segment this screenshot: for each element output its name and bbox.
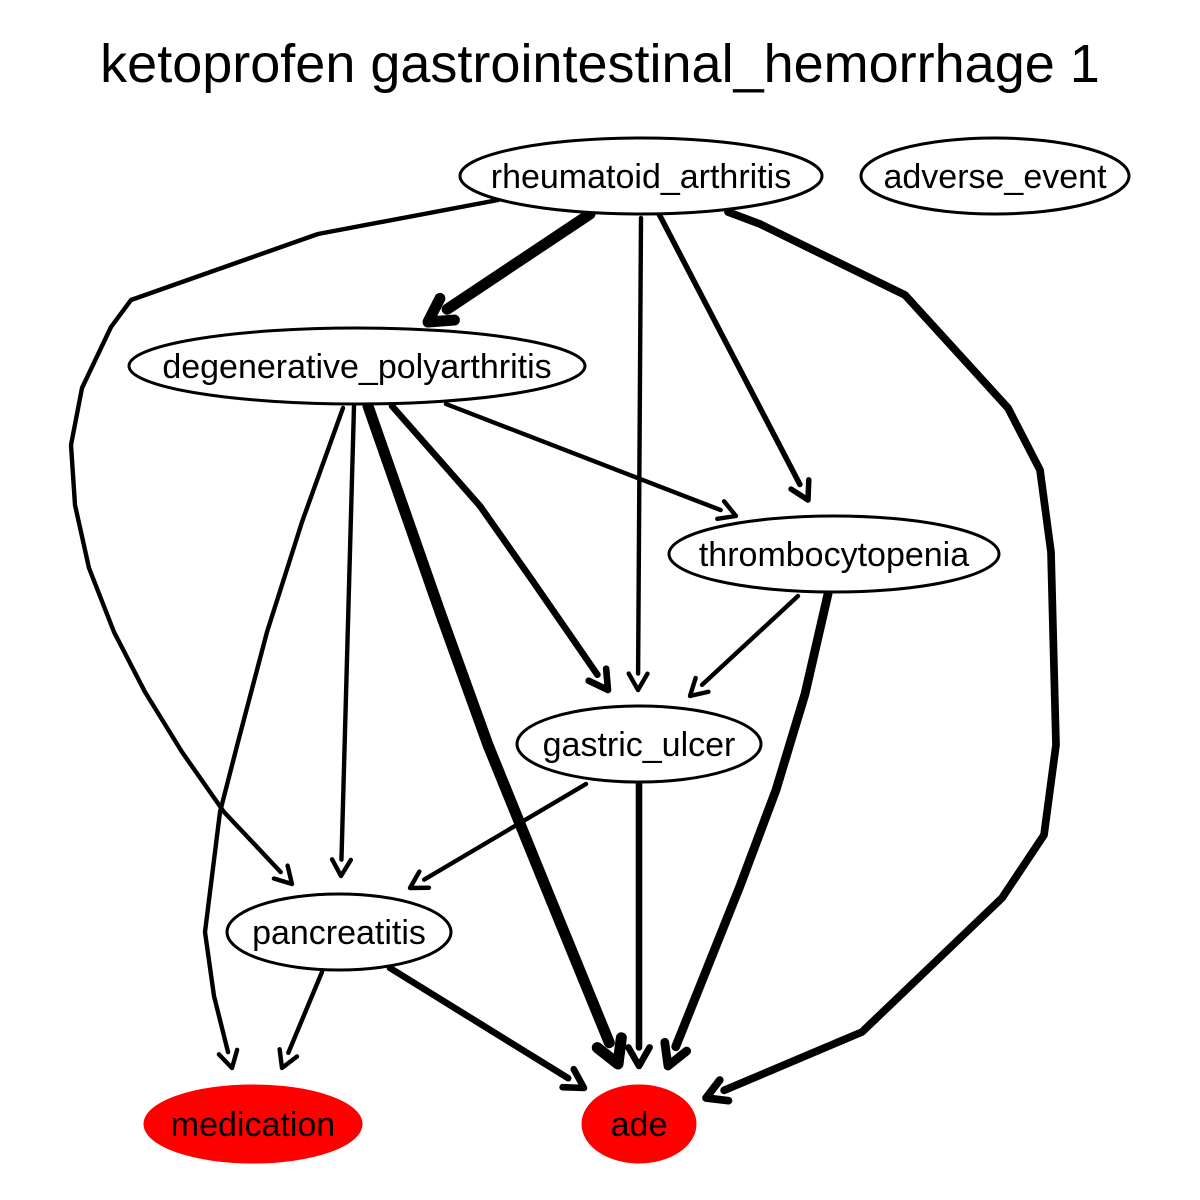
- node-label: ade: [611, 1106, 668, 1144]
- arrowhead: [271, 863, 295, 887]
- node-label: degenerative_polyarthritis: [162, 348, 551, 386]
- node-adverse-event: adverse_event: [859, 136, 1131, 216]
- node-shape: [143, 1084, 363, 1164]
- edge-line: [699, 593, 801, 688]
- edge-rheumatoid-arthritis-to-ade: [702, 208, 1060, 1105]
- node-label: pancreatitis: [252, 914, 426, 952]
- arrowhead: [715, 499, 739, 522]
- arrowhead: [277, 1047, 300, 1071]
- arrowhead: [626, 671, 650, 693]
- node-ade: ade: [581, 1084, 697, 1164]
- edge-line: [202, 405, 346, 1055]
- edge-line: [362, 400, 615, 1049]
- arrowhead: [216, 1047, 240, 1071]
- edge-degenerative-polyarthritis-to-ade: [362, 400, 627, 1070]
- node-pancreatitis: pancreatitis: [225, 892, 453, 972]
- arrowhead: [625, 1044, 653, 1070]
- diagram-title: ketoprofen gastrointestinal_hemorrhage 1: [100, 34, 1100, 94]
- edge-line: [286, 969, 325, 1056]
- edge-rheumatoid-arthritis-to-pancreatitis: [68, 197, 501, 887]
- edge-line: [386, 964, 572, 1082]
- arrowhead: [559, 1065, 588, 1092]
- node-label: rheumatoid_arthritis: [491, 158, 791, 196]
- edge-pancreatitis-to-medication: [277, 969, 325, 1071]
- edge-rheumatoid-arthritis-to-thrombocytopenia: [656, 211, 812, 503]
- edges: [68, 197, 1060, 1105]
- edge-degenerative-polyarthritis-to-gastric-ulcer: [388, 402, 612, 694]
- edge-line: [443, 401, 723, 513]
- node-rheumatoid-arthritis: rheumatoid_arthritis: [458, 136, 824, 216]
- arrowhead: [660, 1037, 692, 1071]
- edge-line: [388, 402, 601, 678]
- node-medication: medication: [143, 1084, 363, 1164]
- edge-line: [421, 781, 589, 882]
- edge-gastric-ulcer-to-ade: [625, 780, 653, 1070]
- edge-line: [441, 208, 596, 315]
- edge-degenerative-polyarthritis-to-thrombocytopenia: [443, 401, 739, 522]
- edge-degenerative-polyarthritis-to-medication: [202, 405, 346, 1071]
- arrowhead: [788, 477, 812, 503]
- edge-rheumatoid-arthritis-to-gastric-ulcer: [626, 215, 650, 693]
- arrowhead: [591, 1032, 627, 1070]
- arrowhead: [329, 857, 354, 879]
- node-shape: [667, 514, 1001, 594]
- edge-line: [339, 403, 357, 862]
- arrowhead: [687, 675, 711, 699]
- node-label: thrombocytopenia: [699, 536, 969, 574]
- node-label: adverse_event: [883, 158, 1107, 196]
- node-label: gastric_ulcer: [543, 726, 736, 764]
- nodes: rheumatoid_arthritis adverse_eventdegener…: [127, 136, 1131, 1164]
- edge-pancreatitis-to-ade: [386, 964, 588, 1092]
- edge-line: [720, 208, 1060, 1095]
- edge-line: [656, 211, 803, 488]
- node-shape: [458, 136, 824, 216]
- arrowhead: [585, 665, 612, 694]
- node-gastric-ulcer: gastric_ulcer: [515, 704, 763, 784]
- edge-line: [635, 215, 644, 676]
- node-shape: [859, 136, 1131, 216]
- node-shape: [225, 892, 453, 972]
- edge-degenerative-polyarthritis-to-pancreatitis: [329, 403, 357, 879]
- node-shape: [581, 1084, 697, 1164]
- node-shape: [127, 326, 587, 406]
- node-shape: [515, 704, 763, 784]
- arrowhead: [422, 292, 460, 328]
- edge-gastric-ulcer-to-pancreatitis: [407, 781, 589, 891]
- edge-thrombocytopenia-to-ade: [660, 589, 833, 1071]
- edge-thrombocytopenia-to-gastric-ulcer: [687, 593, 801, 699]
- node-thrombocytopenia: thrombocytopenia: [667, 514, 1001, 594]
- arrowhead: [702, 1076, 733, 1105]
- edge-rheumatoid-arthritis-to-degenerative-polyarthritis: [422, 208, 596, 328]
- edge-line: [671, 589, 833, 1052]
- node-degenerative-polyarthritis: degenerative_polyarthritis: [127, 326, 587, 406]
- node-label: medication: [171, 1106, 335, 1144]
- edge-line: [68, 197, 501, 875]
- arrowhead: [407, 869, 432, 891]
